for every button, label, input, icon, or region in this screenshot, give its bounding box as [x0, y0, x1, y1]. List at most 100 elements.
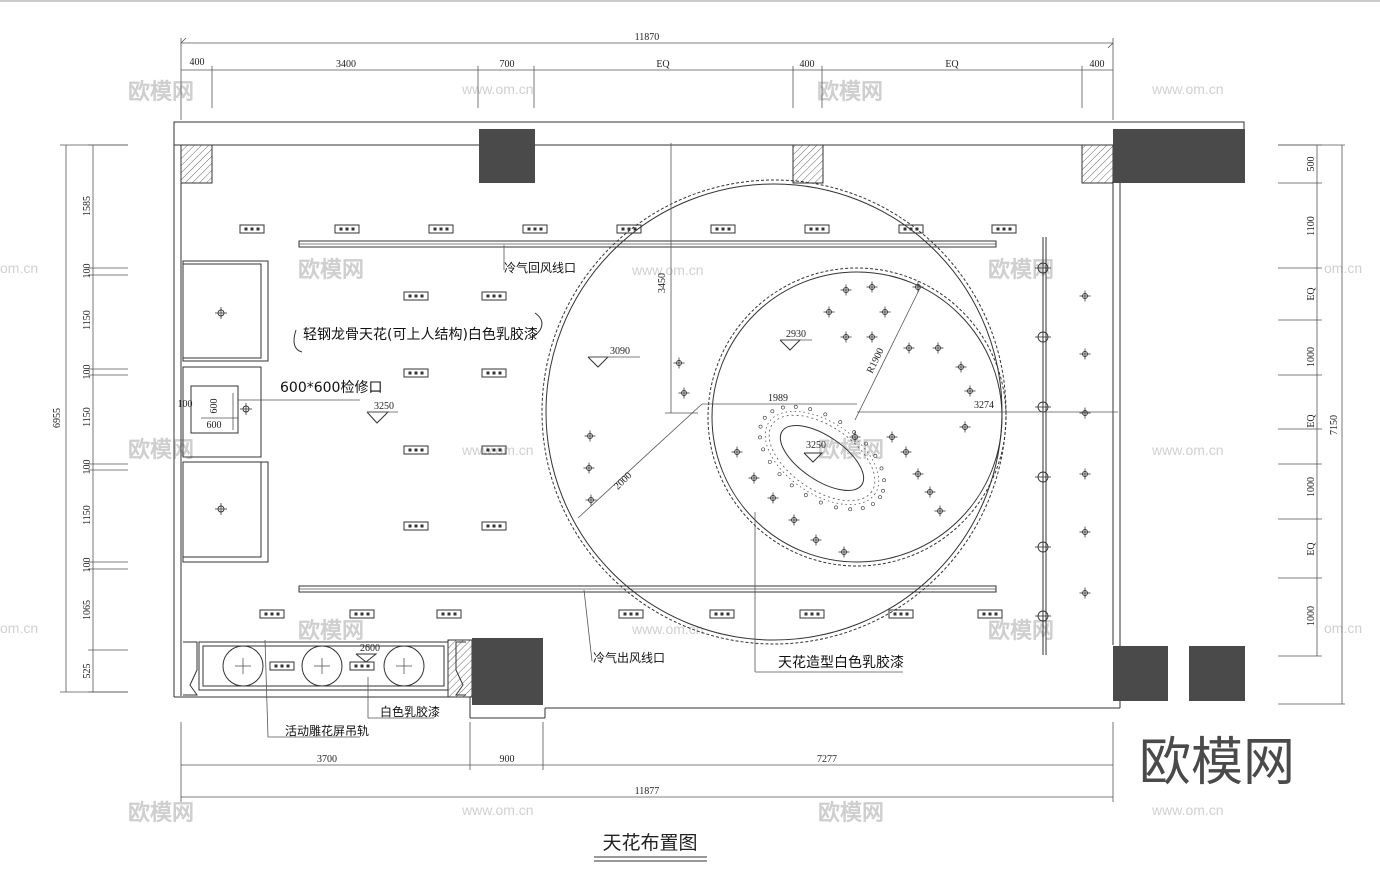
- grille-light: [259, 609, 285, 619]
- grille-light: [710, 224, 736, 234]
- column-solid: [1189, 646, 1245, 701]
- dim-right-seg: EQ: [1306, 287, 1317, 301]
- downlight: [840, 284, 852, 296]
- grille-light: [269, 661, 295, 671]
- watermark: 欧模网: [128, 437, 194, 463]
- downlight: [240, 403, 252, 415]
- dim-left-seg: 100: [82, 460, 93, 475]
- brand-logo: 欧模网: [1139, 733, 1295, 793]
- watermark: 欧模网: [298, 618, 364, 644]
- downlight: [583, 462, 595, 474]
- downlight: [866, 281, 878, 293]
- dim-right-seg: 1000: [1306, 606, 1317, 626]
- access-hatch: [190, 385, 239, 434]
- grille-light: [481, 291, 507, 301]
- dim-right-seg: EQ: [1306, 414, 1317, 428]
- dim-r1900: R1900: [865, 347, 887, 376]
- left-panels: 600 600 100: [178, 260, 269, 563]
- circle-right: [707, 267, 1007, 567]
- dim-top-seg: 700: [500, 59, 515, 70]
- downlight: [1079, 587, 1091, 599]
- downlight: [788, 514, 800, 526]
- grille-light: [888, 609, 914, 619]
- dim-left-seg: 1150: [82, 505, 93, 525]
- grille-light: [709, 609, 735, 619]
- downlight: [1079, 468, 1091, 480]
- watermark-url: www.om.cn: [631, 621, 704, 637]
- grille-light: [403, 291, 429, 301]
- downlight: [731, 446, 743, 458]
- grille-light: [616, 224, 642, 234]
- dim-left-seg: 100: [82, 365, 93, 380]
- dim-top-seg: 3400: [336, 59, 356, 70]
- dim-bottom-seg: 3700: [317, 754, 337, 765]
- label-access-hatch: 600*600检修口: [280, 380, 382, 396]
- title-block: 天花布置图: [594, 832, 707, 862]
- dim-3274: 3274: [974, 400, 994, 411]
- dim-top-seg: 400: [1090, 59, 1105, 70]
- dim-top-seg: EQ: [945, 59, 959, 70]
- dim-right-seg: EQ: [1306, 542, 1317, 556]
- grille-light: [799, 609, 825, 619]
- downlight: [215, 503, 227, 515]
- downlight: [903, 342, 915, 354]
- dim-2000: 2000: [612, 470, 634, 492]
- dim-left-seg: 100: [82, 264, 93, 279]
- hatch-gap: 100: [178, 399, 193, 410]
- watermark: 欧模网: [817, 79, 883, 105]
- grille-light: [239, 224, 265, 234]
- dim-right-seg: 500: [1306, 157, 1317, 172]
- grille-light: [804, 224, 830, 234]
- dim-left-total: 6955: [52, 408, 63, 428]
- downlight: [1035, 469, 1051, 485]
- downlight: [1079, 407, 1091, 419]
- watermark-url: om.cn: [1324, 620, 1362, 636]
- grille-light: [349, 609, 375, 619]
- downlight: [1035, 260, 1051, 276]
- grille-light: [618, 609, 644, 619]
- dim-top-total: 11870: [635, 32, 660, 43]
- watermark-url: om.cn: [0, 260, 38, 276]
- downlight: [934, 505, 946, 517]
- dim-left-seg: 100: [82, 558, 93, 573]
- dim-top-seg: 400: [800, 59, 815, 70]
- watermark-url: www.om.cn: [1151, 802, 1224, 818]
- watermark-url: om.cn: [0, 620, 38, 636]
- level-circle-right: 2930: [786, 329, 806, 340]
- level-ellipse: 3250: [806, 440, 826, 451]
- downlight: [810, 534, 822, 546]
- grille-light: [403, 368, 429, 378]
- downlight: [838, 546, 850, 558]
- annotations: 冷气回风线口 冷气出风线口 轻钢龙骨天花(可上人结构)白色乳胶漆 600*600…: [238, 245, 904, 738]
- downlight: [673, 357, 685, 369]
- grille-light: [403, 521, 429, 531]
- watermark-url: www.om.cn: [461, 81, 534, 97]
- drawing-title: 天花布置图: [602, 832, 697, 854]
- hatch-height: 600: [209, 399, 220, 414]
- label-main-ceiling: 轻钢龙骨天花(可上人结构)白色乳胶漆: [303, 326, 538, 343]
- grille-light: [481, 445, 507, 455]
- room-outline: [173, 121, 1245, 719]
- grille-light: [481, 521, 507, 531]
- hatch-width: 600: [207, 420, 222, 431]
- grille-light: [403, 445, 429, 455]
- level-circle-left: 3090: [610, 346, 630, 357]
- grille-light: [436, 609, 462, 619]
- downlight: [912, 468, 924, 480]
- dim-right-seg: 1000: [1306, 477, 1317, 497]
- level-markers: 3250 3090 2930 3250 2600: [355, 329, 826, 663]
- watermark-url: www.om.cn: [461, 802, 534, 818]
- grille-light: [349, 661, 375, 671]
- column-solid: [1113, 129, 1245, 183]
- grille-light: [334, 224, 360, 234]
- dim-3450: 3450: [657, 273, 668, 293]
- watermark-url: www.om.cn: [461, 442, 534, 458]
- downlight: [924, 486, 936, 498]
- dim-right-seg: 1100: [1306, 216, 1317, 236]
- watermark: 欧模网: [298, 257, 364, 283]
- downlight: [215, 307, 227, 319]
- grille-light: [991, 224, 1017, 234]
